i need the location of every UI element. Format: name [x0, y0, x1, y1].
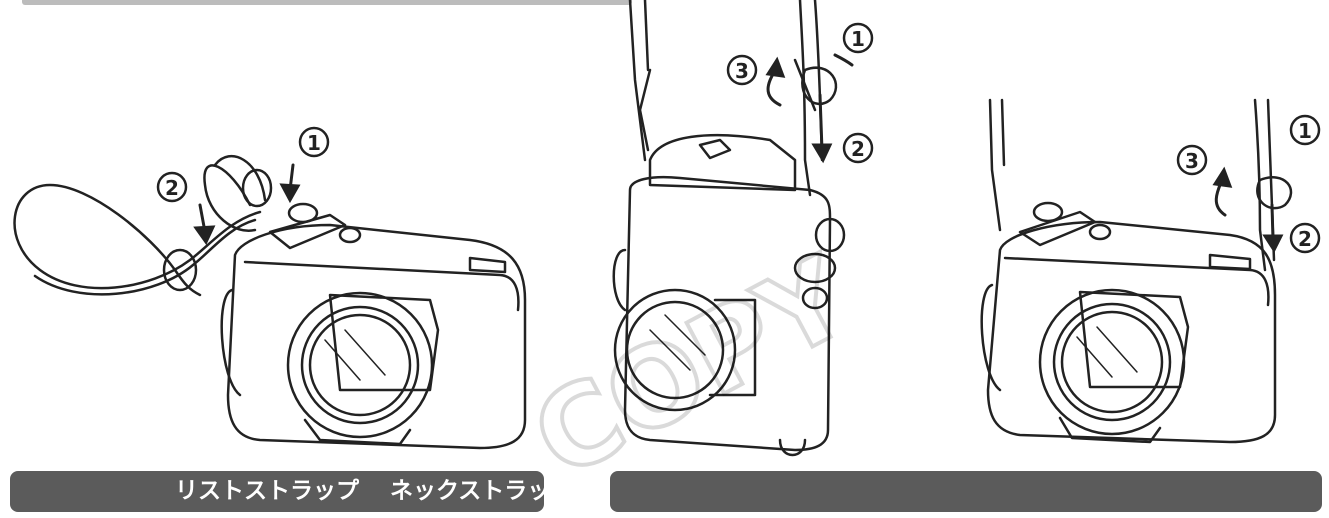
wrist-strap-label: リストストラップ: [175, 478, 359, 504]
neck-strap-caption-bar: [610, 471, 1322, 512]
neck-strap-label: ネックストラップ: [390, 478, 574, 504]
neck-strap-side-illustration: 1 2 3: [980, 98, 1321, 444]
wrist-strap-caption-bar: [10, 471, 544, 512]
step-markers: 1 2: [156, 126, 330, 203]
step-2-label: 2: [1298, 227, 1312, 251]
step-1-label: 1: [1298, 119, 1312, 143]
wrist-strap-illustration: 1 2: [13, 126, 527, 450]
step-1-label: 1: [307, 131, 321, 155]
step-2-label: 2: [165, 176, 179, 200]
step-3-label: 3: [735, 59, 749, 83]
top-rule: [22, 0, 632, 5]
neck-strap-front-illustration: 1 2 3: [612, 0, 874, 457]
step-3-label: 3: [1185, 149, 1199, 173]
step-2-label: 2: [851, 137, 865, 161]
step-1-label: 1: [851, 27, 865, 51]
